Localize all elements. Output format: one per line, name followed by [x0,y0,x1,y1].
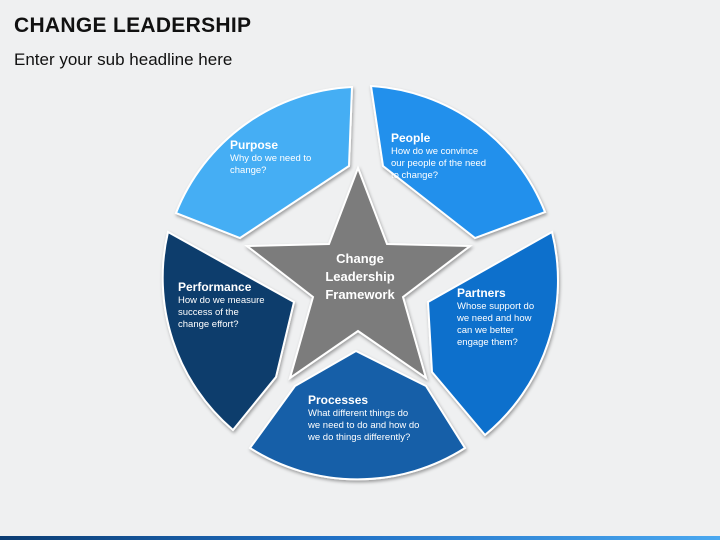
processes-desc-line: we need to do and how do [308,420,420,431]
center-label: Change Leadership Framework [300,250,420,304]
partners-desc-line: can we better [457,325,515,336]
center-label-line: Framework [325,287,395,302]
partners-desc-line: we need and how [457,313,532,324]
people-heading: People [391,131,431,145]
partners-heading: Partners [457,286,506,300]
people-desc-line: our people of the need [391,158,487,169]
performance-desc-line: change effort? [178,319,239,330]
segment-purpose[interactable] [174,85,354,240]
partners-desc-line: Whose support do [457,301,535,312]
partners-desc-line: engage them? [457,337,518,348]
purpose-heading: Purpose [230,138,279,152]
people-desc-line: How do we convince [391,146,479,157]
segment-processes[interactable] [248,349,467,481]
people-label: People How do we convince our people of … [391,131,486,182]
page-title: CHANGE LEADERSHIP [14,14,252,37]
purpose-desc-line: change? [230,165,267,176]
footer-accent-bar [0,536,720,540]
segment-partners[interactable] [426,230,559,437]
purpose-desc-line: Why do we need to [230,153,312,164]
people-desc-line: to change? [391,170,439,181]
processes-desc-line: we do things differently? [308,432,411,443]
center-label-line: Change [336,251,384,266]
segment-performance[interactable] [161,230,296,432]
performance-heading: Performance [178,280,252,294]
processes-label: Processes What different things do we ne… [308,393,419,444]
page-subtitle: Enter your sub headline here [14,50,233,69]
performance-desc-line: How do we measure [178,295,265,306]
processes-desc-line: What different things do [308,408,409,419]
performance-label: Performance How do we measure success of… [178,280,265,331]
center-label-line: Leadership [325,269,395,284]
processes-heading: Processes [308,393,369,407]
center-star[interactable] [244,165,473,381]
partners-label: Partners Whose support do we need and ho… [457,286,534,349]
segment-people[interactable] [369,84,547,240]
performance-desc-line: success of the [178,307,239,318]
purpose-label: Purpose Why do we need to change? [230,138,311,177]
